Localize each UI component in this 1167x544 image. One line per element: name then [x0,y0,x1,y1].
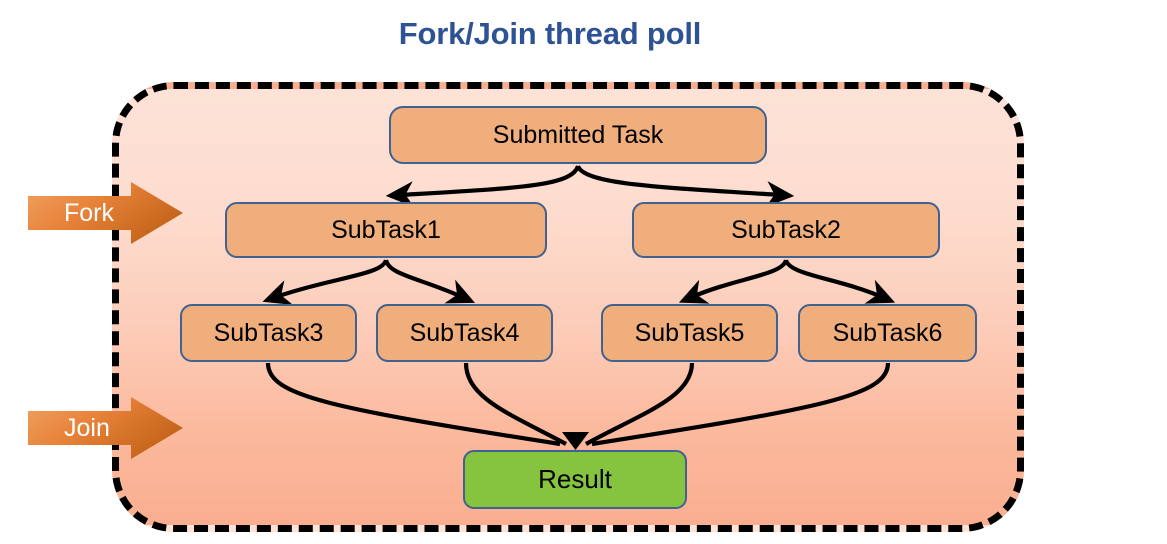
node-label: Submitted Task [492,120,664,149]
node-subtask2[interactable]: SubTask2 [632,202,940,258]
node-subtask1[interactable]: SubTask1 [225,202,547,258]
node-label: Result [538,464,612,494]
node-label: SubTask6 [832,318,943,347]
fork-block-arrow[interactable]: Fork [28,182,183,244]
node-subtask3[interactable]: SubTask3 [180,304,357,362]
node-subtask5[interactable]: SubTask5 [601,304,778,362]
page-title: Fork/Join thread poll [398,16,702,51]
node-label: SubTask4 [409,318,520,347]
node-label: SubTask3 [213,318,324,347]
fork-label: Fork [64,198,114,227]
node-label: SubTask2 [731,215,841,244]
node-label: SubTask5 [634,318,745,347]
fork-arrow-shape [28,182,183,244]
node-submitted-task[interactable]: Submitted Task [389,106,767,164]
node-subtask4[interactable]: SubTask4 [376,304,553,362]
node-result[interactable]: Result [463,450,687,509]
node-subtask6[interactable]: SubTask6 [798,304,977,362]
node-label: SubTask1 [331,215,441,244]
join-label: Join [64,413,110,442]
join-arrow-shape [28,397,183,459]
join-block-arrow[interactable]: Join [28,397,183,459]
